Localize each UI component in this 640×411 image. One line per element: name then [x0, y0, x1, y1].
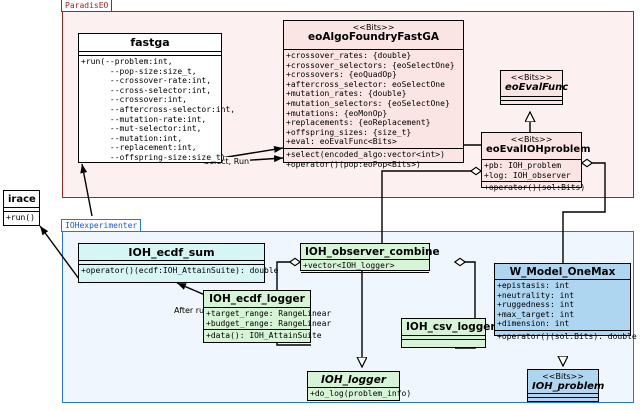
- class-fastga-empty-compartment: [79, 52, 221, 56]
- class-w-model-onemax-attributes: +epistasis: int +neutrality: int +rugged…: [495, 280, 630, 331]
- class-ioh-observer-combine-empty-ops: [301, 273, 429, 277]
- class-fastga-title: fastga: [79, 34, 221, 52]
- class-ioh-problem[interactable]: <<Bits>> IOH_problem: [527, 369, 604, 402]
- class-ioh-ecdf-logger-operations: +data(): IOH_AttainSuite: [206, 331, 322, 341]
- class-ioh-csv-logger[interactable]: IOH_csv_logger: [401, 318, 496, 348]
- class-ioh-problem-stereotype: <<Bits>>: [542, 372, 584, 381]
- class-eoevalfunc-empty-ops: [501, 101, 562, 105]
- class-ioh-logger[interactable]: IOH_logger +do_log(problem_info): [307, 371, 412, 401]
- class-irace-title: irace: [4, 191, 39, 208]
- class-ioh-csv-logger-title: IOH_csv_logger: [402, 319, 496, 336]
- class-ioh-observer-combine-title: IOH_observer_combine: [301, 244, 440, 260]
- class-eoevalfunc-name: eoEvalFunc: [505, 82, 569, 93]
- class-irace-empty-attrs: [4, 208, 39, 212]
- class-fastga-operations: +run(--problem:int, --pop-size:size_t, -…: [81, 57, 236, 162]
- class-ioh-ecdf-logger-attributes: +target_range: RangeLinear +budget_range…: [204, 308, 331, 331]
- class-eoalgofoundryfastga[interactable]: <<Bits>> eoAlgoFoundryFastGA +crossover_…: [283, 20, 464, 169]
- edge-label-select-run: Select, Run: [203, 157, 251, 166]
- class-w-model-onemax-operations: +operator()(sol:Bits): double: [497, 331, 637, 341]
- class-ioh-ecdf-logger-title: IOH_ecdf_logger: [204, 291, 310, 308]
- class-ioh-ecdf-sum[interactable]: IOH_ecdf_sum +operator()(ecdf:IOH_Attain…: [78, 243, 279, 283]
- class-eoevaliohproblem[interactable]: <<Bits>> eoEvalIOHproblem +pb: IOH_probl…: [481, 132, 591, 192]
- class-ioh-logger-operations: +do_log(problem_info): [310, 389, 412, 398]
- class-w-model-onemax[interactable]: W_Model_OneMax +epistasis: int +neutrali…: [494, 263, 637, 341]
- class-ioh-problem-empty-ops: [528, 398, 598, 402]
- class-ioh-csv-logger-empty-attrs: [402, 336, 485, 340]
- class-eoalgofoundryfastga-name: eoAlgoFoundryFastGA: [308, 31, 439, 43]
- class-eoalgofoundryfastga-title: <<Bits>> eoAlgoFoundryFastGA: [284, 21, 463, 50]
- class-irace-operations: +run(): [6, 213, 35, 222]
- class-ioh-ecdf-sum-empty-attrs: [79, 261, 264, 265]
- package-paradiseo-label: ParadisEO: [61, 0, 113, 12]
- edge-label-after-run: After run: [173, 306, 211, 315]
- class-eoevaliohproblem-stereotype: <<Bits>>: [510, 135, 553, 144]
- class-eoevaliohproblem-name: eoEvalIOHproblem: [486, 144, 591, 155]
- class-ioh-observer-combine-attributes: +vector<IOH_logger>: [301, 260, 429, 273]
- class-eoevalfunc-empty-attrs: [501, 97, 562, 101]
- class-ioh-problem-title: <<Bits>> IOH_problem: [528, 370, 604, 394]
- class-eoalgofoundryfastga-stereotype: <<Bits>>: [352, 23, 395, 32]
- class-ioh-ecdf-sum-title: IOH_ecdf_sum: [79, 244, 264, 261]
- class-eoevaliohproblem-operations: +operator()(sol:Bits): [484, 183, 586, 193]
- package-iohexperimenter-label: IOHexperimenter: [61, 219, 142, 232]
- class-eoalgofoundryfastga-operations: +select(encoded_algo:vector<int>) +opera…: [286, 149, 445, 169]
- class-w-model-onemax-title: W_Model_OneMax: [495, 264, 630, 280]
- class-eoevalfunc-title: <<Bits>> eoEvalFunc: [501, 71, 568, 97]
- class-ioh-problem-name: IOH_problem: [532, 381, 605, 392]
- class-ioh-ecdf-sum-operations: +operator()(ecdf:IOH_AttainSuite): doubl…: [81, 266, 279, 275]
- class-ioh-problem-empty-attrs: [528, 394, 598, 398]
- class-eoalgofoundryfastga-attributes: +crossover_rates: {double} +crossover_se…: [284, 50, 463, 149]
- class-ioh-observer-combine[interactable]: IOH_observer_combine +vector<IOH_logger>: [300, 243, 440, 273]
- class-eoevalfunc-stereotype: <<Bits>>: [510, 73, 553, 82]
- class-fastga[interactable]: fastga +run(--problem:int, --pop-size:si…: [78, 33, 236, 163]
- class-eoevalfunc[interactable]: <<Bits>> eoEvalFunc: [500, 70, 568, 105]
- class-eoevaliohproblem-attributes: +pb: IOH_problem +log: IOH_observer: [482, 160, 581, 183]
- class-ioh-logger-title: IOH_logger: [308, 372, 399, 388]
- class-eoevaliohproblem-title: <<Bits>> eoEvalIOHproblem: [482, 133, 591, 160]
- class-irace[interactable]: irace +run(): [3, 190, 40, 226]
- class-ioh-ecdf-logger[interactable]: IOH_ecdf_logger +target_range: RangeLine…: [203, 290, 331, 343]
- class-ioh-csv-logger-empty-ops: [402, 340, 485, 344]
